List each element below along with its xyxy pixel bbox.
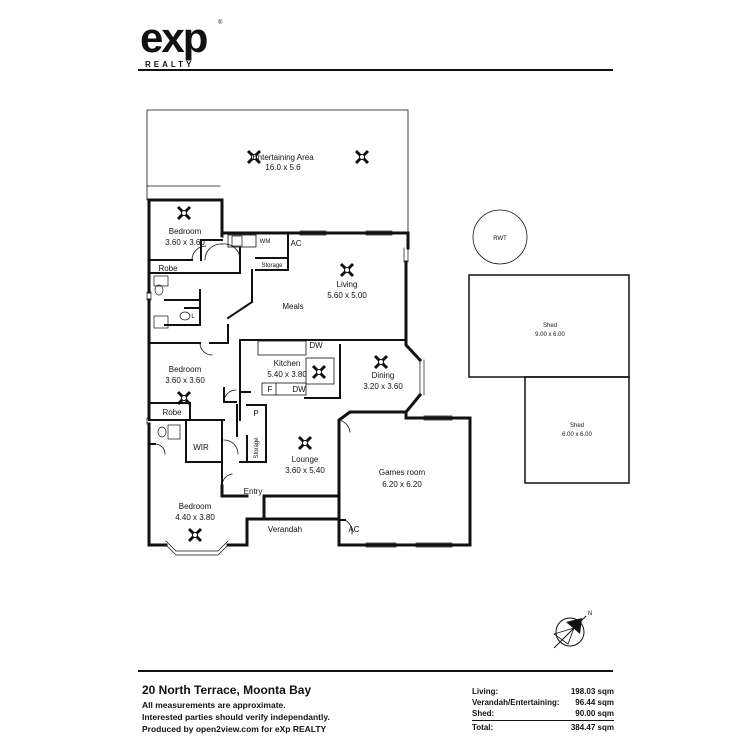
- measurement-note: All measurements are approximate.: [142, 700, 286, 710]
- rainwater-tank: [472, 209, 528, 265]
- dining-label: Dining: [372, 371, 395, 380]
- area-label: Shed:: [472, 709, 495, 718]
- sanitary-fixtures: [153, 235, 243, 440]
- area-value: 96.44 sqm: [575, 698, 614, 707]
- fridge-label: F: [268, 385, 273, 394]
- exp-realty-logo: exp ® REALTY: [140, 16, 250, 70]
- laundry-label: L: [191, 314, 195, 320]
- dishwasher-label-2: DW: [292, 385, 306, 394]
- kitchen-label: Kitchen: [274, 359, 301, 368]
- ac-label-2: AC: [348, 525, 359, 534]
- wm-label: WM: [260, 239, 271, 245]
- area-row-living: Living: 198.03 sqm: [472, 686, 614, 697]
- dining-size: 3.20 x 3.60: [363, 382, 403, 391]
- entertaining-area-label: Entertaining Area: [252, 153, 314, 162]
- verify-note: Interested parties should verify indepen…: [142, 712, 330, 722]
- living-size: 5.60 x 5.00: [327, 291, 367, 300]
- dishwasher-label-1: DW: [309, 341, 323, 350]
- producer-note: Produced by open2view.com for eXp REALTY: [142, 724, 327, 734]
- area-label: Total:: [472, 723, 494, 732]
- games-room-size: 6.20 x 6.20: [382, 480, 422, 489]
- area-value: 90.00 sqm: [575, 709, 614, 718]
- bedroom-1-size: 3.60 x 3.60: [165, 238, 205, 247]
- verandah-label: Verandah: [268, 525, 302, 534]
- meals-label: Meals: [282, 302, 303, 311]
- logo-registered-mark: ®: [218, 20, 223, 26]
- pantry-label: P: [253, 409, 258, 418]
- north-compass-icon: [553, 615, 587, 649]
- shed-doors: [483, 376, 613, 484]
- shed-2-label: Shed: [570, 423, 584, 429]
- ceiling-fans: [176, 149, 389, 543]
- windows: [146, 230, 453, 556]
- shed-1-label: Shed: [543, 323, 557, 329]
- exterior-walls: [147, 198, 472, 547]
- area-value: 384.47 sqm: [570, 723, 614, 732]
- lounge-size: 3.60 x 5.40: [285, 466, 325, 475]
- area-label: Verandah/Entertaining:: [472, 698, 560, 707]
- ac-label-1: AC: [290, 239, 301, 248]
- bedroom-2-size: 3.60 x 3.60: [165, 376, 205, 385]
- shed-2-size: 6.00 x 6.00: [562, 432, 592, 438]
- living-label: Living: [337, 280, 358, 289]
- storage-label-1: Storage: [261, 263, 283, 269]
- property-address: 20 North Terrace, Moonta Bay: [142, 683, 312, 697]
- area-row-verandah: Verandah/Entertaining: 96.44 sqm: [472, 697, 614, 708]
- rwt-label: RWT: [493, 236, 507, 242]
- area-label: Living:: [472, 687, 499, 696]
- north-label: N: [588, 611, 592, 617]
- logo-subtitle: REALTY: [145, 60, 195, 69]
- bedroom-1-label: Bedroom: [169, 227, 202, 236]
- bedroom-3-size: 4.40 x 3.80: [175, 513, 215, 522]
- games-room-label: Games room: [379, 468, 426, 477]
- area-value: 198.03 sqm: [570, 687, 614, 696]
- wir-label: WIR: [193, 443, 209, 452]
- lounge-label: Lounge: [292, 455, 319, 464]
- door-swings: [154, 243, 353, 535]
- area-summary: Living: 198.03 sqm Verandah/Entertaining…: [472, 686, 614, 733]
- entertaining-area-outline: [146, 109, 409, 233]
- header-rule: [138, 69, 613, 71]
- footer-rule: [138, 670, 613, 672]
- footer-info: 20 North Terrace, Moonta Bay All measure…: [142, 683, 442, 735]
- storage-label-2: Storage: [254, 437, 260, 459]
- entertaining-area-size: 16.0 x 5.6: [265, 163, 301, 172]
- logo-wordmark: exp: [140, 14, 208, 61]
- entry-label: Entry: [244, 487, 263, 496]
- shed-1-size: 9.00 x 6.00: [535, 332, 565, 338]
- kitchen-benches: [227, 234, 335, 396]
- bedroom-2-label: Bedroom: [169, 365, 202, 374]
- bedroom-3-label: Bedroom: [179, 502, 212, 511]
- robe-label-1: Robe: [158, 264, 178, 273]
- robe-label-2: Robe: [162, 408, 182, 417]
- area-row-total: Total: 384.47 sqm: [472, 720, 614, 733]
- kitchen-size: 5.40 x 3.80: [267, 370, 307, 379]
- interior-walls: [148, 232, 407, 521]
- area-row-shed: Shed: 90.00 sqm: [472, 708, 614, 719]
- shed-outlines: [468, 274, 630, 484]
